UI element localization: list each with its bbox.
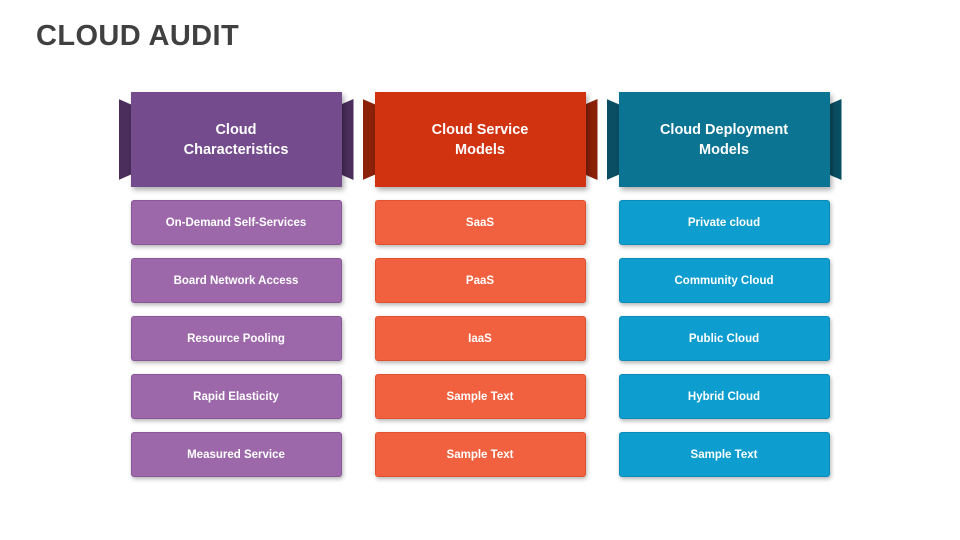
ribbon-left-wing-icon bbox=[118, 99, 132, 180]
column-header-cloud-service-models[interactable]: Cloud Service Models bbox=[362, 92, 598, 187]
column-header-label: Cloud Deployment Models bbox=[660, 120, 788, 160]
column-header-cloud-deployment-models[interactable]: Cloud Deployment Models bbox=[606, 92, 842, 187]
column-header-label: Cloud Service Models bbox=[432, 120, 529, 160]
list-item[interactable]: On-Demand Self-Services bbox=[130, 200, 342, 245]
list-item[interactable]: Resource Pooling bbox=[130, 316, 342, 361]
column-header-label: Cloud Characteristics bbox=[184, 120, 289, 160]
list-item[interactable]: Hybrid Cloud bbox=[618, 374, 830, 419]
column-header-line2: Characteristics bbox=[183, 141, 289, 158]
list-item[interactable]: Rapid Elasticity bbox=[130, 374, 342, 419]
column-header-line1: Cloud Deployment bbox=[659, 121, 789, 138]
column-cloud-characteristics: Cloud Characteristics On-Demand Self-Ser… bbox=[118, 92, 354, 477]
column-header-line2: Models bbox=[699, 141, 749, 158]
column-rows: On-Demand Self-Services Board Network Ac… bbox=[130, 200, 342, 477]
column-header-plate: Cloud Characteristics bbox=[130, 92, 342, 187]
column-cloud-service-models: Cloud Service Models SaaS PaaS IaaS Samp… bbox=[362, 92, 598, 477]
column-cloud-deployment-models: Cloud Deployment Models Private cloud Co… bbox=[606, 92, 842, 477]
column-header-plate: Cloud Deployment Models bbox=[618, 92, 830, 187]
ribbon-right-wing-icon bbox=[828, 99, 842, 180]
column-header-line1: Cloud bbox=[215, 121, 257, 138]
list-item[interactable]: Public Cloud bbox=[618, 316, 830, 361]
list-item[interactable]: Sample Text bbox=[374, 374, 586, 419]
ribbon-left-wing-icon bbox=[606, 99, 620, 180]
ribbon-right-wing-icon bbox=[340, 99, 354, 180]
column-rows: Private cloud Community Cloud Public Clo… bbox=[618, 200, 830, 477]
column-header-line1: Cloud Service bbox=[431, 121, 529, 138]
column-header-line2: Models bbox=[455, 141, 505, 158]
list-item[interactable]: SaaS bbox=[374, 200, 586, 245]
columns-container: Cloud Characteristics On-Demand Self-Ser… bbox=[0, 92, 960, 477]
list-item[interactable]: Board Network Access bbox=[130, 258, 342, 303]
column-rows: SaaS PaaS IaaS Sample Text Sample Text bbox=[374, 200, 586, 477]
list-item[interactable]: PaaS bbox=[374, 258, 586, 303]
ribbon-left-wing-icon bbox=[362, 99, 376, 180]
list-item[interactable]: Sample Text bbox=[374, 432, 586, 477]
column-header-plate: Cloud Service Models bbox=[374, 92, 586, 187]
page-title: CLOUD AUDIT bbox=[36, 20, 240, 52]
list-item[interactable]: Sample Text bbox=[618, 432, 830, 477]
list-item[interactable]: IaaS bbox=[374, 316, 586, 361]
ribbon-right-wing-icon bbox=[584, 99, 598, 180]
list-item[interactable]: Private cloud bbox=[618, 200, 830, 245]
list-item[interactable]: Measured Service bbox=[130, 432, 342, 477]
list-item[interactable]: Community Cloud bbox=[618, 258, 830, 303]
column-header-cloud-characteristics[interactable]: Cloud Characteristics bbox=[118, 92, 354, 187]
